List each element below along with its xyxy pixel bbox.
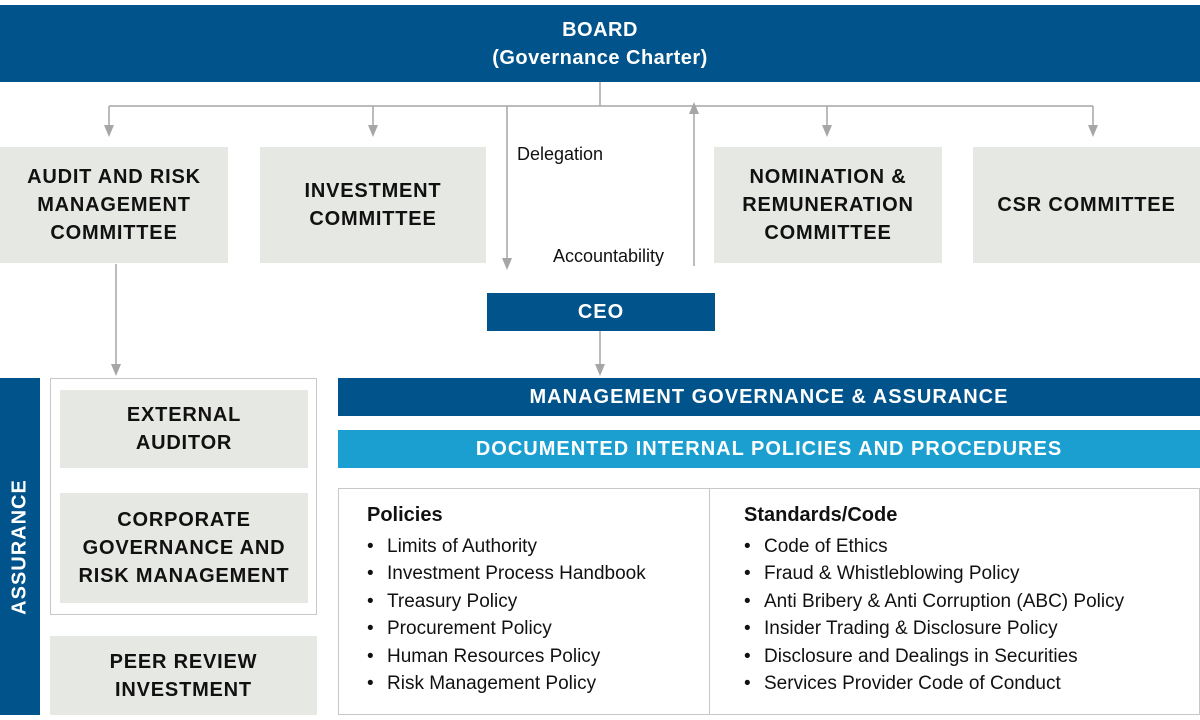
corporate-governance-line: RISK MANAGEMENT (78, 565, 290, 587)
board-subtitle: (Governance Charter) (492, 46, 708, 69)
audit-risk-committee-box: AUDIT AND RISK MANAGEMENT COMMITTEE (0, 147, 228, 263)
policy-item: Human Resources Policy (367, 643, 702, 671)
standard-item: Disclosure and Dealings in Securities (744, 643, 1194, 671)
external-auditor-line: EXTERNAL (126, 404, 242, 426)
policy-item: Investment Process Handbook (367, 560, 702, 588)
external-auditor-box: EXTERNAL AUDITOR (60, 390, 308, 468)
peer-review-line: INVESTMENT (115, 678, 252, 701)
nomination-committee-line: REMUNERATION (742, 194, 914, 216)
policy-item: Procurement Policy (367, 615, 702, 643)
assurance-label: ASSURANCE (8, 478, 31, 615)
assurance-group-frame (50, 378, 317, 615)
corporate-governance-line: GOVERNANCE AND (82, 537, 286, 559)
audit-committee-line: AUDIT AND RISK (27, 166, 201, 188)
documented-policies-label: DOCUMENTED INTERNAL POLICIES AND PROCEDU… (475, 437, 1063, 460)
assurance-band: ASSURANCE (0, 378, 40, 715)
peer-review-line: PEER REVIEW (109, 650, 258, 673)
investment-committee-line: INVESTMENT (304, 180, 442, 202)
board-box: BOARD (Governance Charter) (0, 5, 1200, 82)
management-governance-band: MANAGEMENT GOVERNANCE & ASSURANCE (338, 378, 1200, 416)
audit-committee-line: MANAGEMENT (37, 194, 191, 216)
ceo-box: CEO (487, 293, 715, 331)
standard-item: Fraud & Whistleblowing Policy (744, 560, 1194, 588)
peer-review-box: PEER REVIEW INVESTMENT (50, 636, 317, 715)
nomination-committee-line: NOMINATION & (749, 166, 907, 188)
ceo-label: CEO (577, 300, 625, 323)
policies-list: Limits of Authority Investment Process H… (367, 533, 702, 698)
policy-item: Risk Management Policy (367, 670, 702, 698)
panel-divider (709, 488, 710, 715)
csr-committee-box: CSR COMMITTEE (973, 147, 1200, 263)
board-title: BOARD (562, 18, 638, 41)
standard-item: Anti Bribery & Anti Corruption (ABC) Pol… (744, 588, 1194, 616)
standard-item: Services Provider Code of Conduct (744, 670, 1194, 698)
delegation-label: Delegation (517, 144, 604, 164)
standards-list: Code of Ethics Fraud & Whistleblowing Po… (744, 533, 1194, 698)
corporate-governance-line: CORPORATE (117, 509, 251, 531)
policies-column: Policies Limits of Authority Investment … (367, 504, 702, 698)
csr-committee-line: CSR COMMITTEE (997, 194, 1176, 216)
external-auditor-line: AUDITOR (135, 432, 233, 454)
standard-item: Code of Ethics (744, 533, 1194, 561)
management-governance-label: MANAGEMENT GOVERNANCE & ASSURANCE (529, 385, 1009, 408)
policies-title: Policies (367, 504, 443, 526)
standard-item: Insider Trading & Disclosure Policy (744, 615, 1194, 643)
investment-committee-line: COMMITTEE (309, 208, 437, 230)
standards-column: Standards/Code Code of Ethics Fraud & Wh… (744, 504, 1194, 698)
accountability-label: Accountability (553, 246, 665, 266)
investment-committee-box: INVESTMENT COMMITTEE (260, 147, 486, 263)
audit-committee-line: COMMITTEE (50, 222, 178, 244)
corporate-governance-box: CORPORATE GOVERNANCE AND RISK MANAGEMENT (60, 493, 308, 603)
nomination-committee-box: NOMINATION & REMUNERATION COMMITTEE (714, 147, 942, 263)
policy-item: Treasury Policy (367, 588, 702, 616)
standards-title: Standards/Code (744, 504, 898, 526)
nomination-committee-line: COMMITTEE (764, 222, 892, 244)
documented-policies-band: DOCUMENTED INTERNAL POLICIES AND PROCEDU… (338, 430, 1200, 468)
policy-item: Limits of Authority (367, 533, 702, 561)
